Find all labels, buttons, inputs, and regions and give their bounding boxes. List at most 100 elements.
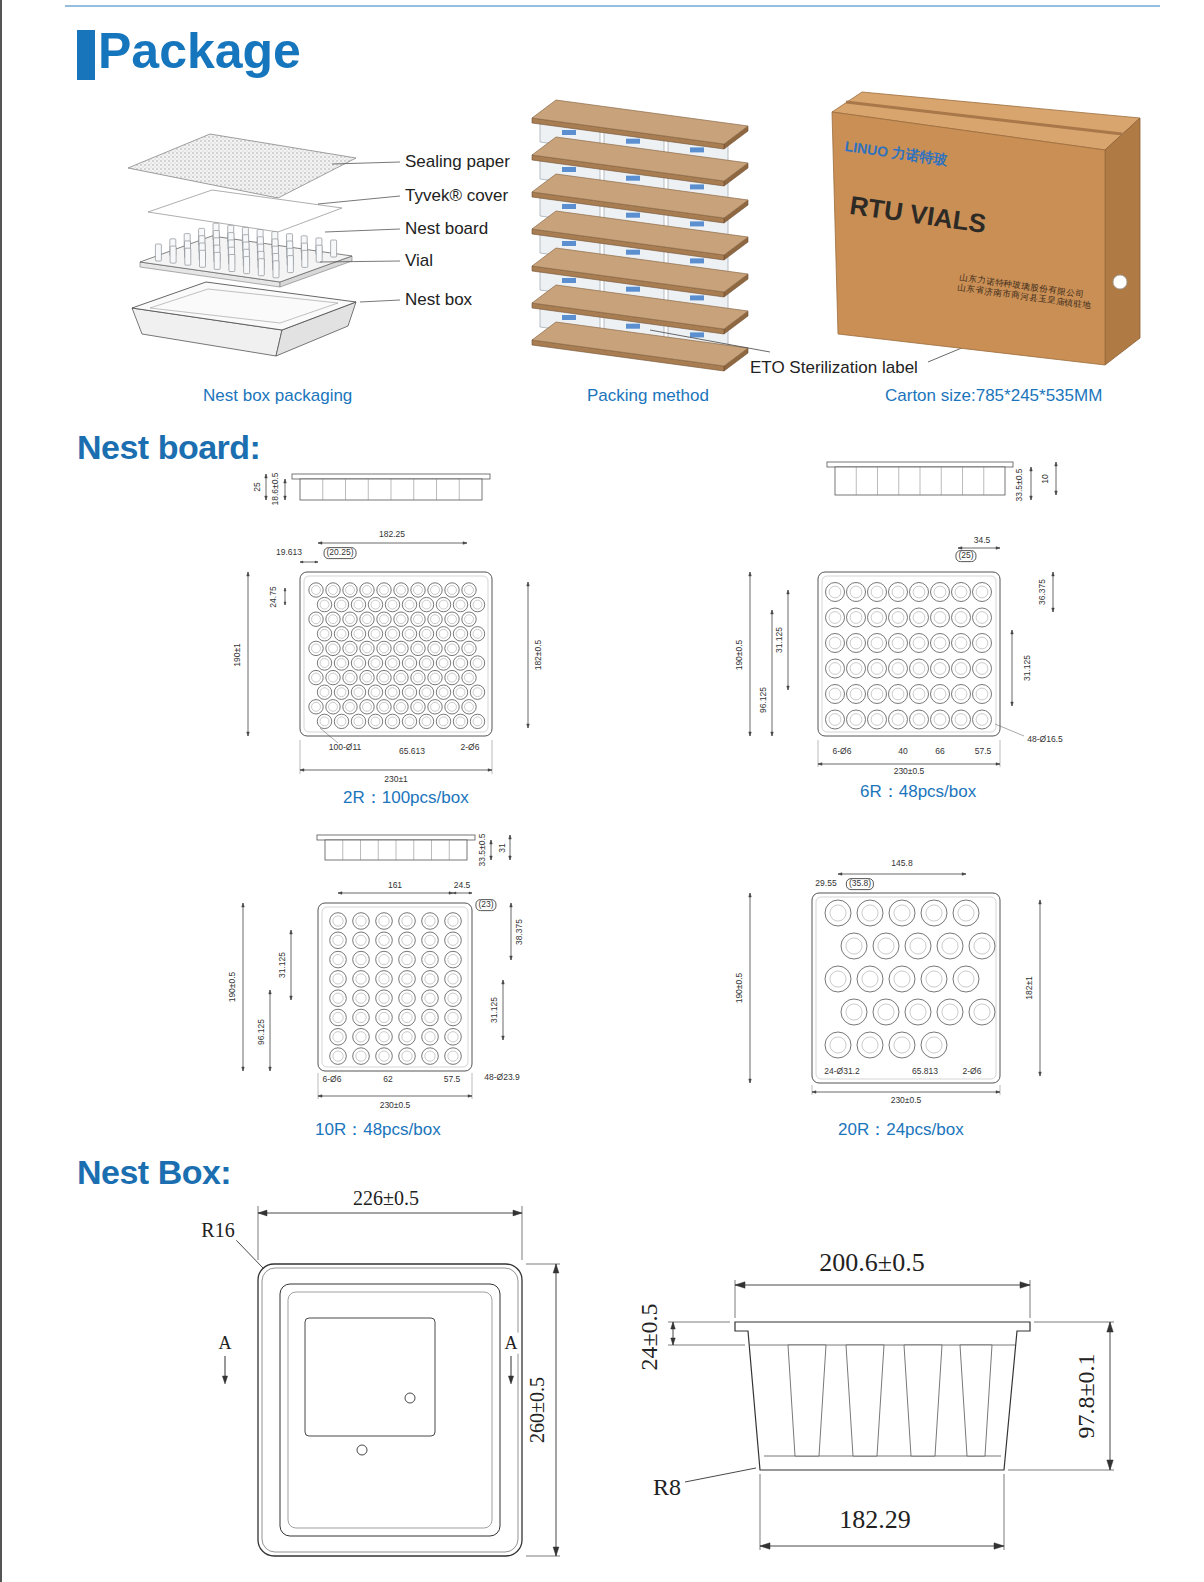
carton-face: LINUO 力诺特玻RTU VIALS山东力诺特种玻璃股份有限公司 山东省济南市… — [832, 112, 1105, 334]
vial-hole-inner — [312, 702, 321, 711]
dimension-label: 145.8 — [890, 859, 913, 869]
dimension-label: 29.55 — [814, 879, 837, 889]
dimension-line — [511, 903, 512, 960]
extension-line — [760, 1474, 761, 1550]
vial-hole — [428, 641, 442, 655]
vial-hole-inner — [976, 586, 988, 598]
dimension-label: 200.6±0.5 — [817, 1248, 926, 1278]
vial-hole-inner — [346, 644, 355, 653]
arrowhead — [1107, 1322, 1113, 1332]
vial-hole-inner — [871, 663, 883, 675]
vial-hole — [419, 627, 433, 641]
vial-hole-inner — [448, 644, 457, 653]
vial-hole-inner — [958, 905, 974, 921]
vial-hole — [428, 583, 442, 597]
vial-hole-inner — [473, 659, 482, 668]
vial-hole — [973, 608, 992, 627]
vial-hole-inner — [397, 673, 406, 682]
vial-hole-inner — [312, 644, 321, 653]
vial-hole — [353, 971, 370, 988]
vial-hole-inner — [829, 637, 841, 649]
vial-hole — [931, 583, 950, 602]
vial-hole-inner — [371, 629, 380, 638]
vial-hole-inner — [333, 935, 343, 945]
vial-hole-inner — [414, 644, 423, 653]
vial-hole-inner — [473, 688, 482, 697]
vial-hole — [326, 583, 340, 597]
label-plate — [305, 1318, 435, 1436]
vial-hole-inner — [878, 1004, 894, 1020]
arrowhead — [1107, 1460, 1113, 1470]
vial-hole-inner — [958, 971, 974, 987]
vial-hole — [868, 608, 887, 627]
part-label: Vial — [405, 251, 433, 271]
vial-hole-inner — [425, 1051, 435, 1061]
vial-hole — [385, 627, 399, 641]
vial-hole — [470, 685, 484, 699]
dimension-label: 161 — [387, 881, 403, 891]
vial-hole — [377, 670, 391, 684]
extension-line — [318, 1073, 319, 1099]
page-title: Package — [98, 24, 301, 79]
vial-hole-inner — [329, 615, 338, 624]
vial-hole — [873, 933, 899, 959]
vial-hole — [330, 951, 347, 968]
vial-hole — [377, 583, 391, 597]
vial-hole-inner — [402, 954, 412, 964]
arrowhead — [1039, 900, 1042, 904]
vial-hole — [353, 990, 370, 1007]
tray-label — [626, 287, 640, 292]
vial-hole — [921, 900, 947, 926]
vial-hole — [317, 714, 331, 728]
carton-front — [832, 112, 1105, 365]
vial-hole-inner — [942, 1004, 958, 1020]
side-divider — [413, 479, 414, 500]
arrowhead — [735, 1282, 745, 1288]
vial-hole — [368, 714, 382, 728]
arrowhead — [1052, 572, 1055, 576]
dimension-label: 97.8±0.1 — [1073, 1351, 1101, 1440]
brand-name: LINUO 力诺特玻 — [843, 138, 948, 170]
vial-hole — [868, 583, 887, 602]
side-divider — [391, 479, 392, 500]
vial-hole — [910, 634, 929, 653]
carton-side — [1105, 118, 1140, 365]
vial-hole-inner — [456, 659, 465, 668]
arrowhead — [315, 561, 318, 563]
vial-hole — [394, 612, 408, 626]
vial-hole — [952, 659, 971, 678]
vial-hole — [399, 951, 416, 968]
arrowhead — [787, 590, 790, 594]
arrowhead — [527, 582, 530, 586]
cardboard-sheet — [532, 211, 748, 255]
cardboard-sheet — [532, 174, 748, 218]
tray-label — [690, 332, 704, 337]
vial-hole-inner — [439, 600, 448, 609]
vial-hole-inner — [379, 935, 389, 945]
dimension-label: 57.5 — [974, 747, 993, 757]
vial-hole — [368, 685, 382, 699]
vial-hole — [326, 670, 340, 684]
vial-hole-inner — [878, 938, 894, 954]
vial-hole-inner — [448, 615, 457, 624]
vial-hole-inner — [830, 971, 846, 987]
vial-hole-inner — [329, 702, 338, 711]
vial-hole — [402, 597, 416, 611]
vial-hole — [351, 627, 365, 641]
arrowhead — [510, 956, 513, 960]
dimension-line — [285, 479, 286, 500]
vial-hole-inner — [402, 1012, 412, 1022]
dimension-label: 190±0.5 — [735, 639, 745, 672]
vial-hole — [330, 1048, 347, 1065]
tray-label — [562, 167, 576, 172]
vial-hole-inner — [333, 954, 343, 964]
tray-label — [626, 250, 640, 255]
vial-hole — [445, 641, 459, 655]
vial-hole — [360, 612, 374, 626]
dimension-label: 57.5 — [443, 1075, 462, 1085]
arrowhead — [463, 542, 467, 545]
vial-hole — [953, 966, 979, 992]
dimension-label: 6-Ø6 — [832, 747, 853, 757]
dimension-label: 230±0.5 — [893, 767, 926, 777]
